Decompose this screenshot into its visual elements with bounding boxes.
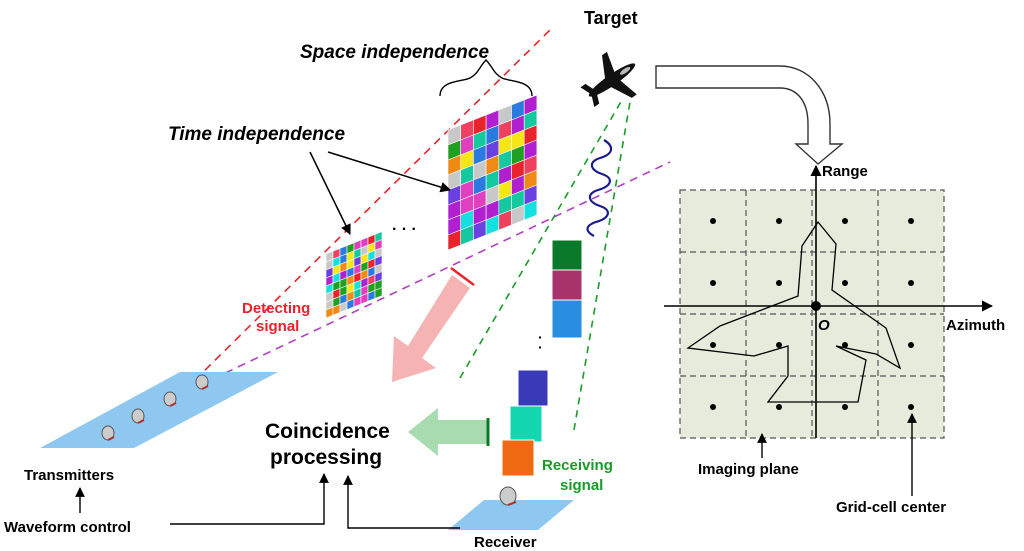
space-independence-mosaic xyxy=(447,94,538,251)
origin-dot xyxy=(811,301,821,311)
grid-cell-center-dot xyxy=(908,280,914,286)
imaging-plane-grid xyxy=(679,189,945,439)
mosaic-cell xyxy=(523,199,538,221)
transmitters-platform xyxy=(40,372,278,448)
transmitter-dish-icon-3 xyxy=(163,391,177,407)
airplane-icon xyxy=(580,51,637,108)
imaged-airplane-outline xyxy=(686,220,902,403)
stack-ellipsis: · xyxy=(538,339,543,355)
grid-cell-center-dot xyxy=(842,280,848,286)
receiving-signal-arrow xyxy=(408,408,490,456)
imaging-plane-label: Imaging plane xyxy=(698,461,799,478)
transmitter-dish-icon-1 xyxy=(101,425,115,441)
time-independence-label: Time independence xyxy=(168,124,345,145)
grid-cell-center-dot xyxy=(776,218,782,224)
time-arrow-to-small xyxy=(309,151,351,235)
origin-label: O xyxy=(818,317,830,334)
received-signal-segment xyxy=(517,369,549,407)
coincidence-label-2: processing xyxy=(270,446,382,469)
received-signal-segment xyxy=(509,405,543,443)
waveform-control-label: Waveform control xyxy=(4,519,131,536)
received-signal-stack xyxy=(501,239,583,477)
target-to-plane-arrow xyxy=(655,65,844,165)
grid-cell-center-dot xyxy=(710,218,716,224)
coincidence-label-1: Coincidence xyxy=(265,420,390,443)
receiver-label: Receiver xyxy=(474,534,537,551)
transmitter-dish-icon-4 xyxy=(195,374,209,390)
time-independence-mosaic xyxy=(325,231,383,319)
grid-cell-center-label: Grid-cell center xyxy=(836,499,946,516)
range-label: Range xyxy=(822,163,868,180)
grid-cell-center-dot xyxy=(842,404,848,410)
detecting-beam-purple-line xyxy=(199,161,671,386)
receiver-to-coincidence-line xyxy=(343,475,460,529)
stack-ellipsis-2: · xyxy=(538,329,543,345)
receiving-signal-label-1: Receiving xyxy=(542,457,613,474)
received-signal-segment xyxy=(551,299,583,339)
grid-cell-center-dot xyxy=(710,404,716,410)
space-independence-brace xyxy=(439,59,533,97)
echo-wave xyxy=(586,139,613,237)
mosaic-ellipsis: · · · xyxy=(392,221,417,238)
grid-cell-center-dot xyxy=(842,218,848,224)
detecting-signal-arrow xyxy=(392,267,475,382)
grid-cell-centers xyxy=(710,218,914,410)
grid-cell-center-dot xyxy=(908,342,914,348)
target-label: Target xyxy=(584,8,638,28)
transmitters-label: Transmitters xyxy=(24,467,114,484)
received-signal-segment xyxy=(501,439,535,477)
detecting-signal-label-1: Detecting xyxy=(242,300,310,317)
receiver-dish-icon xyxy=(499,486,517,506)
detecting-signal-label-2: signal xyxy=(256,318,299,335)
receiving-beam-green-left xyxy=(459,99,623,379)
grid-cell-center-dot xyxy=(776,404,782,410)
grid-cell-center-dot xyxy=(776,280,782,286)
grid-cell-center-dot xyxy=(908,404,914,410)
grid-cell-center-dot xyxy=(710,342,716,348)
waveform-to-coincidence-line xyxy=(170,473,329,525)
transmitter-dish-icon-2 xyxy=(131,408,145,424)
time-arrow-to-large xyxy=(327,151,452,193)
receiving-beam-green-right xyxy=(573,101,631,431)
space-independence-label: Space independence xyxy=(300,42,489,63)
grid-cell-center-dot xyxy=(776,342,782,348)
grid-cell-center-dot xyxy=(908,218,914,224)
receiver-platform xyxy=(448,486,574,530)
receiving-signal-label-2: signal xyxy=(560,477,603,494)
azimuth-label: Azimuth xyxy=(946,317,1005,334)
grid-cell-center-dot xyxy=(710,280,716,286)
mosaic-cell xyxy=(374,287,383,299)
grid-cell-center-dot xyxy=(842,342,848,348)
